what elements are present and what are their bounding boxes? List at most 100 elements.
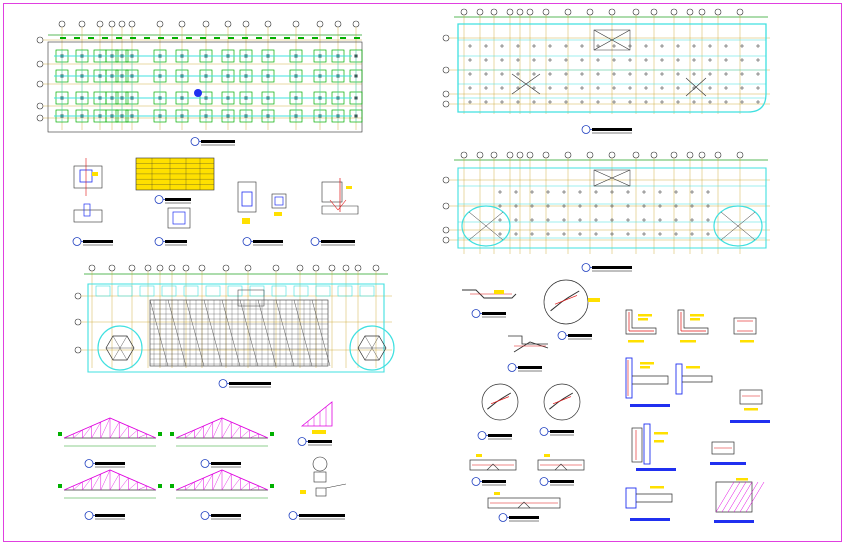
grid-bubble xyxy=(442,66,450,74)
detail-title-text xyxy=(714,520,754,523)
grid-bubble xyxy=(608,8,616,16)
truss-diagonal xyxy=(128,429,138,439)
title-bar xyxy=(482,312,506,315)
detail-title-text xyxy=(636,468,676,471)
grid-bubble xyxy=(354,264,362,272)
grid-bubble xyxy=(36,80,44,88)
grid-bubble xyxy=(476,151,484,159)
grid-bubble xyxy=(586,151,594,159)
footing-section xyxy=(73,165,103,189)
dimension-tick xyxy=(284,37,290,39)
dome-outline xyxy=(349,325,395,371)
title-bar xyxy=(95,514,125,517)
grid-bubble xyxy=(36,36,44,44)
detail-title-text xyxy=(630,518,670,521)
roof-panel xyxy=(205,285,221,297)
grid-bubble xyxy=(156,264,164,272)
grid-bubble xyxy=(352,20,360,28)
grid-bubble xyxy=(118,20,126,28)
hatch-line xyxy=(745,481,765,513)
grid-bubble xyxy=(526,8,534,16)
dome-opening xyxy=(461,205,511,247)
title-bubble xyxy=(507,363,517,372)
annotation-tag xyxy=(346,186,352,189)
bracing xyxy=(185,299,205,367)
grid-bubble xyxy=(328,264,336,272)
truss-diagonal xyxy=(194,477,204,491)
truss-diagonal xyxy=(82,477,92,491)
joint-profile xyxy=(550,290,580,312)
dimension-tick xyxy=(312,37,318,39)
roof-panel xyxy=(161,285,177,297)
annotation-tag xyxy=(740,340,754,343)
rebar xyxy=(552,396,572,405)
dimension-tick xyxy=(144,37,150,39)
annotation-tag xyxy=(300,490,306,494)
truss-diagonal xyxy=(73,429,83,439)
grid-bubble xyxy=(460,151,468,159)
grid-bubble xyxy=(608,151,616,159)
section-outline xyxy=(469,459,517,471)
bracing xyxy=(293,299,313,367)
hatch-line xyxy=(739,481,759,513)
grid-bubble xyxy=(156,20,164,28)
grid-bubble xyxy=(36,102,44,110)
bracing xyxy=(275,299,295,367)
truss-diagonal xyxy=(82,425,92,439)
column-core xyxy=(172,211,186,225)
annotation-tag xyxy=(654,440,664,443)
detail-callout xyxy=(543,279,589,325)
rebar xyxy=(554,295,578,305)
annotation-tag xyxy=(476,454,482,457)
grid-bubble xyxy=(686,8,694,16)
roof-panel xyxy=(95,285,111,297)
support-marker xyxy=(58,432,62,436)
truss-diagonal xyxy=(249,433,259,439)
opening xyxy=(593,169,631,187)
grid-bubble xyxy=(632,151,640,159)
slab-section xyxy=(632,375,669,385)
grid-bubble xyxy=(88,264,96,272)
grid-bubble xyxy=(670,151,678,159)
title-bar xyxy=(229,382,271,385)
opening-cross xyxy=(593,169,631,187)
bracing xyxy=(203,299,223,367)
hatch-line xyxy=(715,481,735,513)
wall-slab-section xyxy=(625,309,657,335)
grid-bubble xyxy=(698,151,706,159)
annotation-tag xyxy=(274,212,282,216)
grid-bubble xyxy=(96,20,104,28)
title-bubble xyxy=(200,511,210,520)
title-bar xyxy=(211,462,241,465)
dome-rib xyxy=(112,335,128,361)
truss-diagonal xyxy=(137,433,147,439)
annotation-tag xyxy=(680,340,696,343)
joint-details xyxy=(462,279,600,522)
title-bubble xyxy=(557,331,567,340)
hatch-line xyxy=(721,481,741,513)
title-bubble xyxy=(200,459,210,468)
truss-diagonal xyxy=(137,485,147,491)
title-bar xyxy=(308,440,332,443)
dimension-tick xyxy=(298,37,304,39)
grid-bubble xyxy=(670,8,678,16)
truss-diagonal xyxy=(91,421,101,439)
hatch-line xyxy=(733,481,753,513)
masonry-wall xyxy=(675,363,683,395)
bracing xyxy=(311,299,331,367)
joint-profile xyxy=(462,289,517,299)
support-marker xyxy=(270,432,274,436)
grid-bubble xyxy=(476,8,484,16)
grid-bubble xyxy=(442,202,450,210)
detail-callout xyxy=(481,383,519,421)
anchor xyxy=(315,487,327,497)
roof-panel xyxy=(249,285,265,297)
title-bar xyxy=(95,462,125,465)
annotation-tag xyxy=(242,218,250,224)
truss-diagonal xyxy=(109,473,120,491)
truss-diagonal xyxy=(240,429,250,439)
grid-bubble xyxy=(698,8,706,16)
slab-outline xyxy=(457,167,767,249)
corner-detail xyxy=(715,481,753,513)
column-core xyxy=(241,191,253,207)
